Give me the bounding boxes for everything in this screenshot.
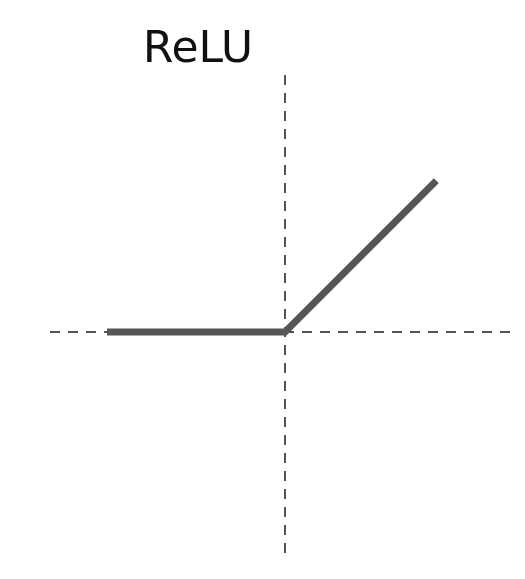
relu-series-line (107, 178, 439, 336)
series-layer (107, 178, 439, 336)
chart-title: ReLU (143, 22, 253, 73)
